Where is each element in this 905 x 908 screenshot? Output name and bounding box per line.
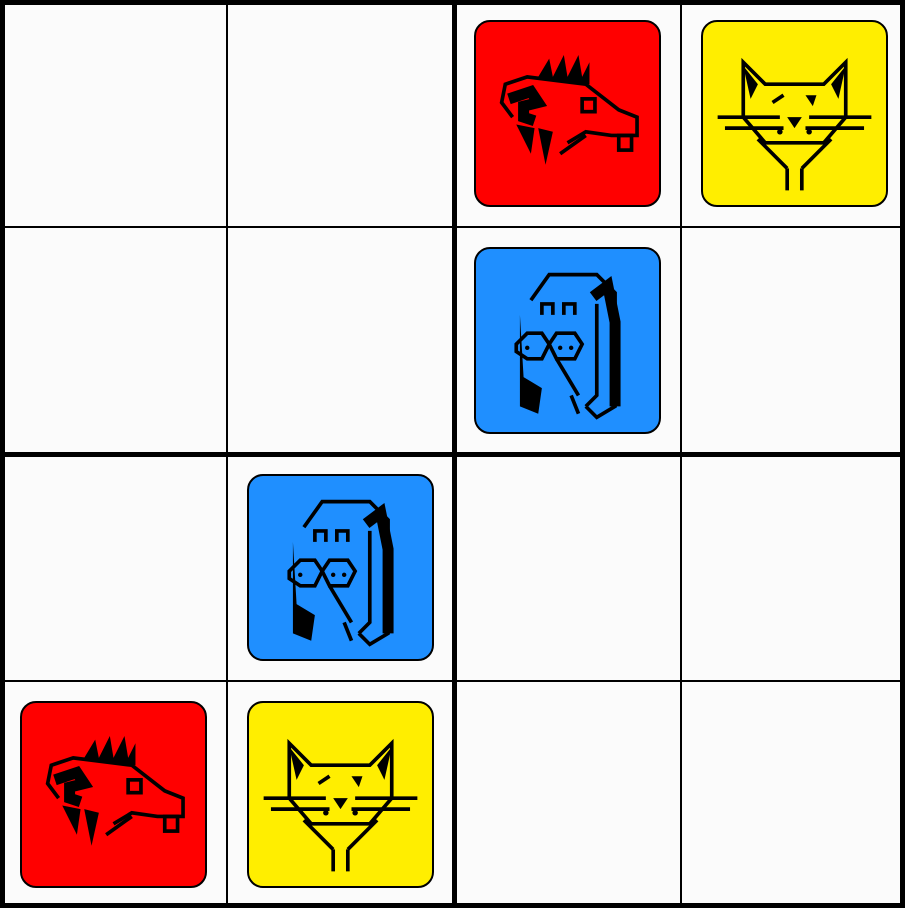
cat-icon (703, 22, 886, 205)
board-cell-r3-c4[interactable] (681, 454, 905, 681)
rat-tile[interactable] (20, 701, 207, 888)
board-cell-r3-c2[interactable] (227, 454, 454, 681)
grid-line-horizontal-thick (0, 903, 905, 908)
board-cell-r3-c1[interactable] (0, 454, 227, 681)
board-cell-r1-c3[interactable] (454, 0, 681, 227)
board-cell-r4-c2[interactable] (227, 681, 454, 908)
board-cell-r4-c1[interactable] (0, 681, 227, 908)
rat-tile[interactable] (474, 20, 661, 207)
cat-icon (249, 703, 432, 886)
board-cell-r2-c1[interactable] (0, 227, 227, 454)
board-cell-r1-c1[interactable] (0, 0, 227, 227)
dog-icon (476, 249, 659, 432)
dog-tile[interactable] (474, 247, 661, 434)
board-cell-r1-c2[interactable] (227, 0, 454, 227)
grid-line-vertical-thick (900, 0, 905, 908)
grid-line-vertical (680, 0, 682, 908)
cat-tile[interactable] (701, 20, 888, 207)
board-cell-r2-c2[interactable] (227, 227, 454, 454)
board-cell-r4-c3[interactable] (454, 681, 681, 908)
dog-tile[interactable] (247, 474, 434, 661)
rat-icon (476, 22, 659, 205)
board-cell-r4-c4[interactable] (681, 681, 905, 908)
grid-line-horizontal-thick (0, 452, 905, 457)
board-cell-r2-c4[interactable] (681, 227, 905, 454)
cat-tile[interactable] (247, 701, 434, 888)
board-cell-r1-c4[interactable] (681, 0, 905, 227)
dog-icon (249, 476, 432, 659)
board-cell-r2-c3[interactable] (454, 227, 681, 454)
grid-line-horizontal (0, 680, 905, 682)
board-cell-r3-c3[interactable] (454, 454, 681, 681)
rat-icon (22, 703, 205, 886)
